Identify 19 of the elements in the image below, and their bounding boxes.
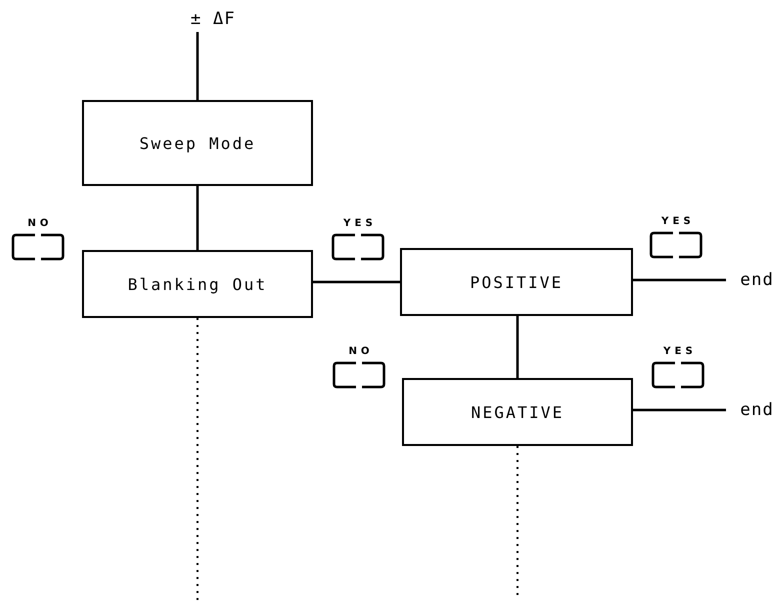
key-label: NO bbox=[348, 346, 374, 358]
process-box: Sweep Mode bbox=[82, 100, 313, 186]
connector-line bbox=[196, 186, 199, 250]
process-box: Blanking Out bbox=[82, 250, 313, 318]
connector-line bbox=[196, 32, 199, 100]
key-label: NO bbox=[28, 218, 52, 230]
text-label: end bbox=[732, 398, 782, 422]
connector-line bbox=[516, 316, 519, 378]
dotted-line bbox=[196, 318, 198, 600]
key-label: YES bbox=[661, 216, 695, 228]
process-box: NEGATIVE bbox=[402, 378, 633, 446]
connector-line bbox=[633, 408, 726, 412]
connector-line bbox=[313, 280, 400, 284]
process-box: POSITIVE bbox=[400, 248, 633, 316]
key-label: YES bbox=[343, 218, 377, 230]
connector-line bbox=[633, 278, 726, 282]
text-label: end bbox=[732, 268, 782, 292]
text-label: ± ΔF bbox=[178, 6, 248, 32]
key-label: YES bbox=[663, 346, 697, 358]
